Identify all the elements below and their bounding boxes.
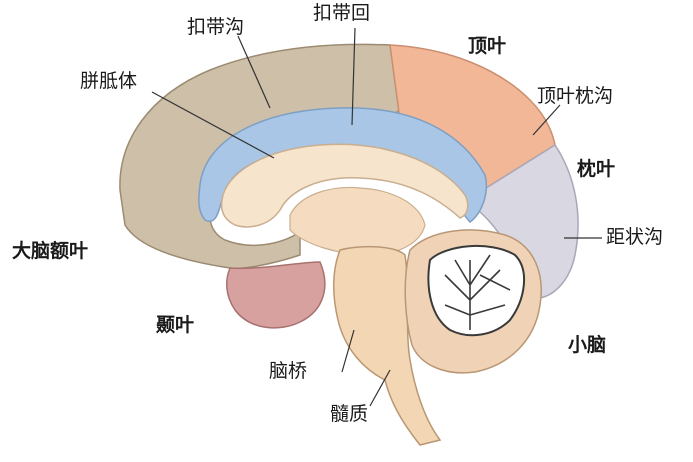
brainstem-region: [332, 245, 442, 446]
leader-pons: [341, 329, 355, 373]
label-frontal-lobe: 大脑额叶: [12, 240, 89, 262]
occipital-lobe-region: [468, 143, 579, 299]
arbor-vitae-branches: [444, 254, 511, 330]
leader-cingulate-sulcus: [237, 35, 271, 109]
leader-corpus-callosum: [151, 91, 275, 159]
label-occipital-lobe: 枕叶: [577, 158, 616, 180]
label-cerebellum: 小脑: [568, 334, 607, 356]
label-parieto-occipital-sulcus: 顶叶枕沟: [537, 85, 614, 107]
leader-lines: [151, 27, 602, 407]
temporal-lobe-region: [225, 261, 326, 329]
arbor-vitae: [427, 244, 526, 337]
label-medulla: 髓质: [330, 403, 369, 425]
label-pons: 脑桥: [269, 360, 308, 382]
leader-medulla: [369, 369, 391, 407]
label-corpus-callosum: 胼胝体: [80, 70, 138, 92]
label-cingulate-sulcus: 扣带沟: [187, 16, 245, 38]
label-temporal-lobe: 颞叶: [156, 314, 195, 336]
label-parietal-lobe: 顶叶: [468, 35, 507, 57]
leader-parieto-occipital-sulcus: [532, 104, 561, 136]
label-calcarine-sulcus: 距状沟: [606, 226, 664, 248]
label-cingulate-gyrus: 扣带回: [313, 2, 371, 24]
leader-cingulate-gyrus: [351, 27, 356, 126]
corpus-callosum-region: [220, 143, 469, 228]
diencephalon-region: [289, 186, 426, 256]
